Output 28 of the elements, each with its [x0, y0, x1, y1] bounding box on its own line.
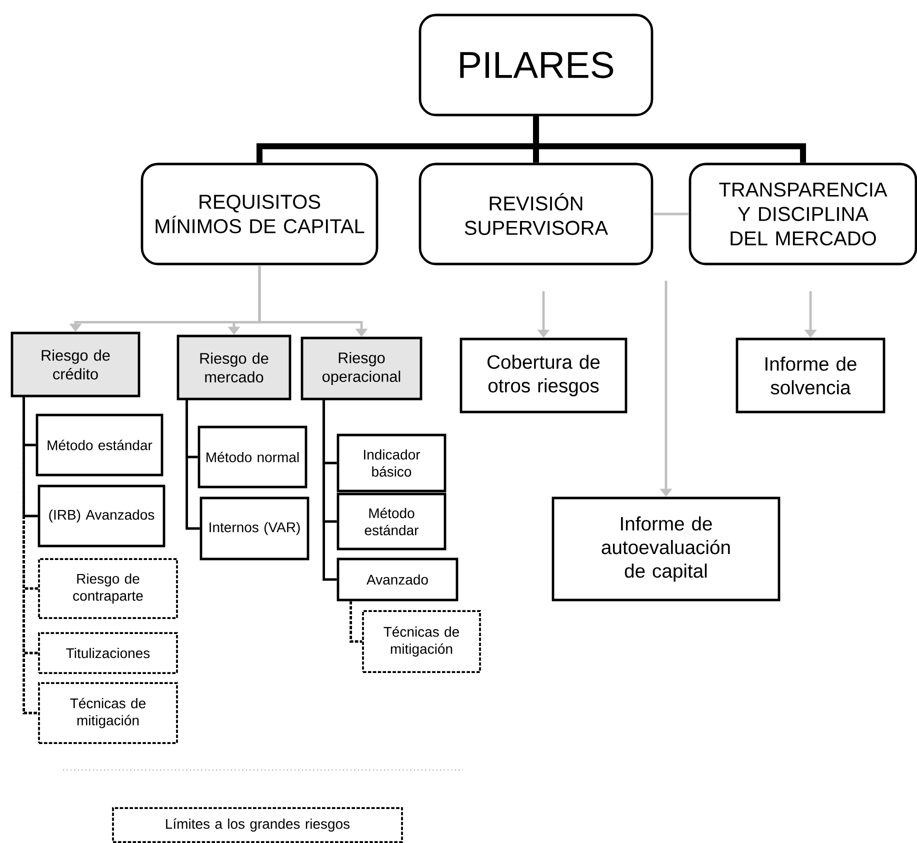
pillar-box: TRANSPARENCIA Y DISCIPLINA DEL MERCADO — [688, 162, 917, 266]
method-box: Internos (VAR) — [200, 496, 310, 560]
method-box: Método estándar — [336, 492, 446, 550]
method-box: Método normal — [198, 426, 308, 488]
dashed-box: Riesgo de contraparte — [38, 558, 178, 619]
connector — [653, 212, 689, 216]
connector — [322, 400, 337, 581]
dashed-box: Límites a los grandes riesgos — [112, 807, 403, 843]
dashed-box: Técnicas de mitigación — [38, 682, 178, 744]
pillar-box: REQUISITOS MÍNIMOS DE CAPITAL — [140, 162, 378, 266]
dashed-box: Técnicas de mitigación — [362, 610, 481, 673]
report-box: Cobertura de otros riesgos — [460, 338, 628, 414]
report-box: Informe de solvencia — [736, 338, 886, 414]
dashed-box: Titulizaciones — [38, 632, 178, 674]
category-box: Riesgo operacional — [300, 336, 422, 400]
method-box: Indicador básico — [336, 434, 446, 492]
category-box: Riesgo de mercado — [176, 334, 292, 400]
method-box: (IRB) Avanzados — [38, 484, 166, 548]
method-box: Avanzado — [336, 558, 458, 602]
report-box: Informe de autoevaluación de capital — [552, 496, 780, 602]
root-box: PILARES — [418, 14, 654, 116]
connector — [186, 400, 200, 530]
connector — [533, 116, 806, 163]
method-box: Método estándar — [36, 414, 164, 476]
connector — [22, 397, 38, 714]
pillar-box: REVISIÓN SUPERVISORA — [418, 162, 654, 266]
category-box: Riesgo de crédito — [10, 332, 140, 398]
connector — [350, 601, 362, 643]
